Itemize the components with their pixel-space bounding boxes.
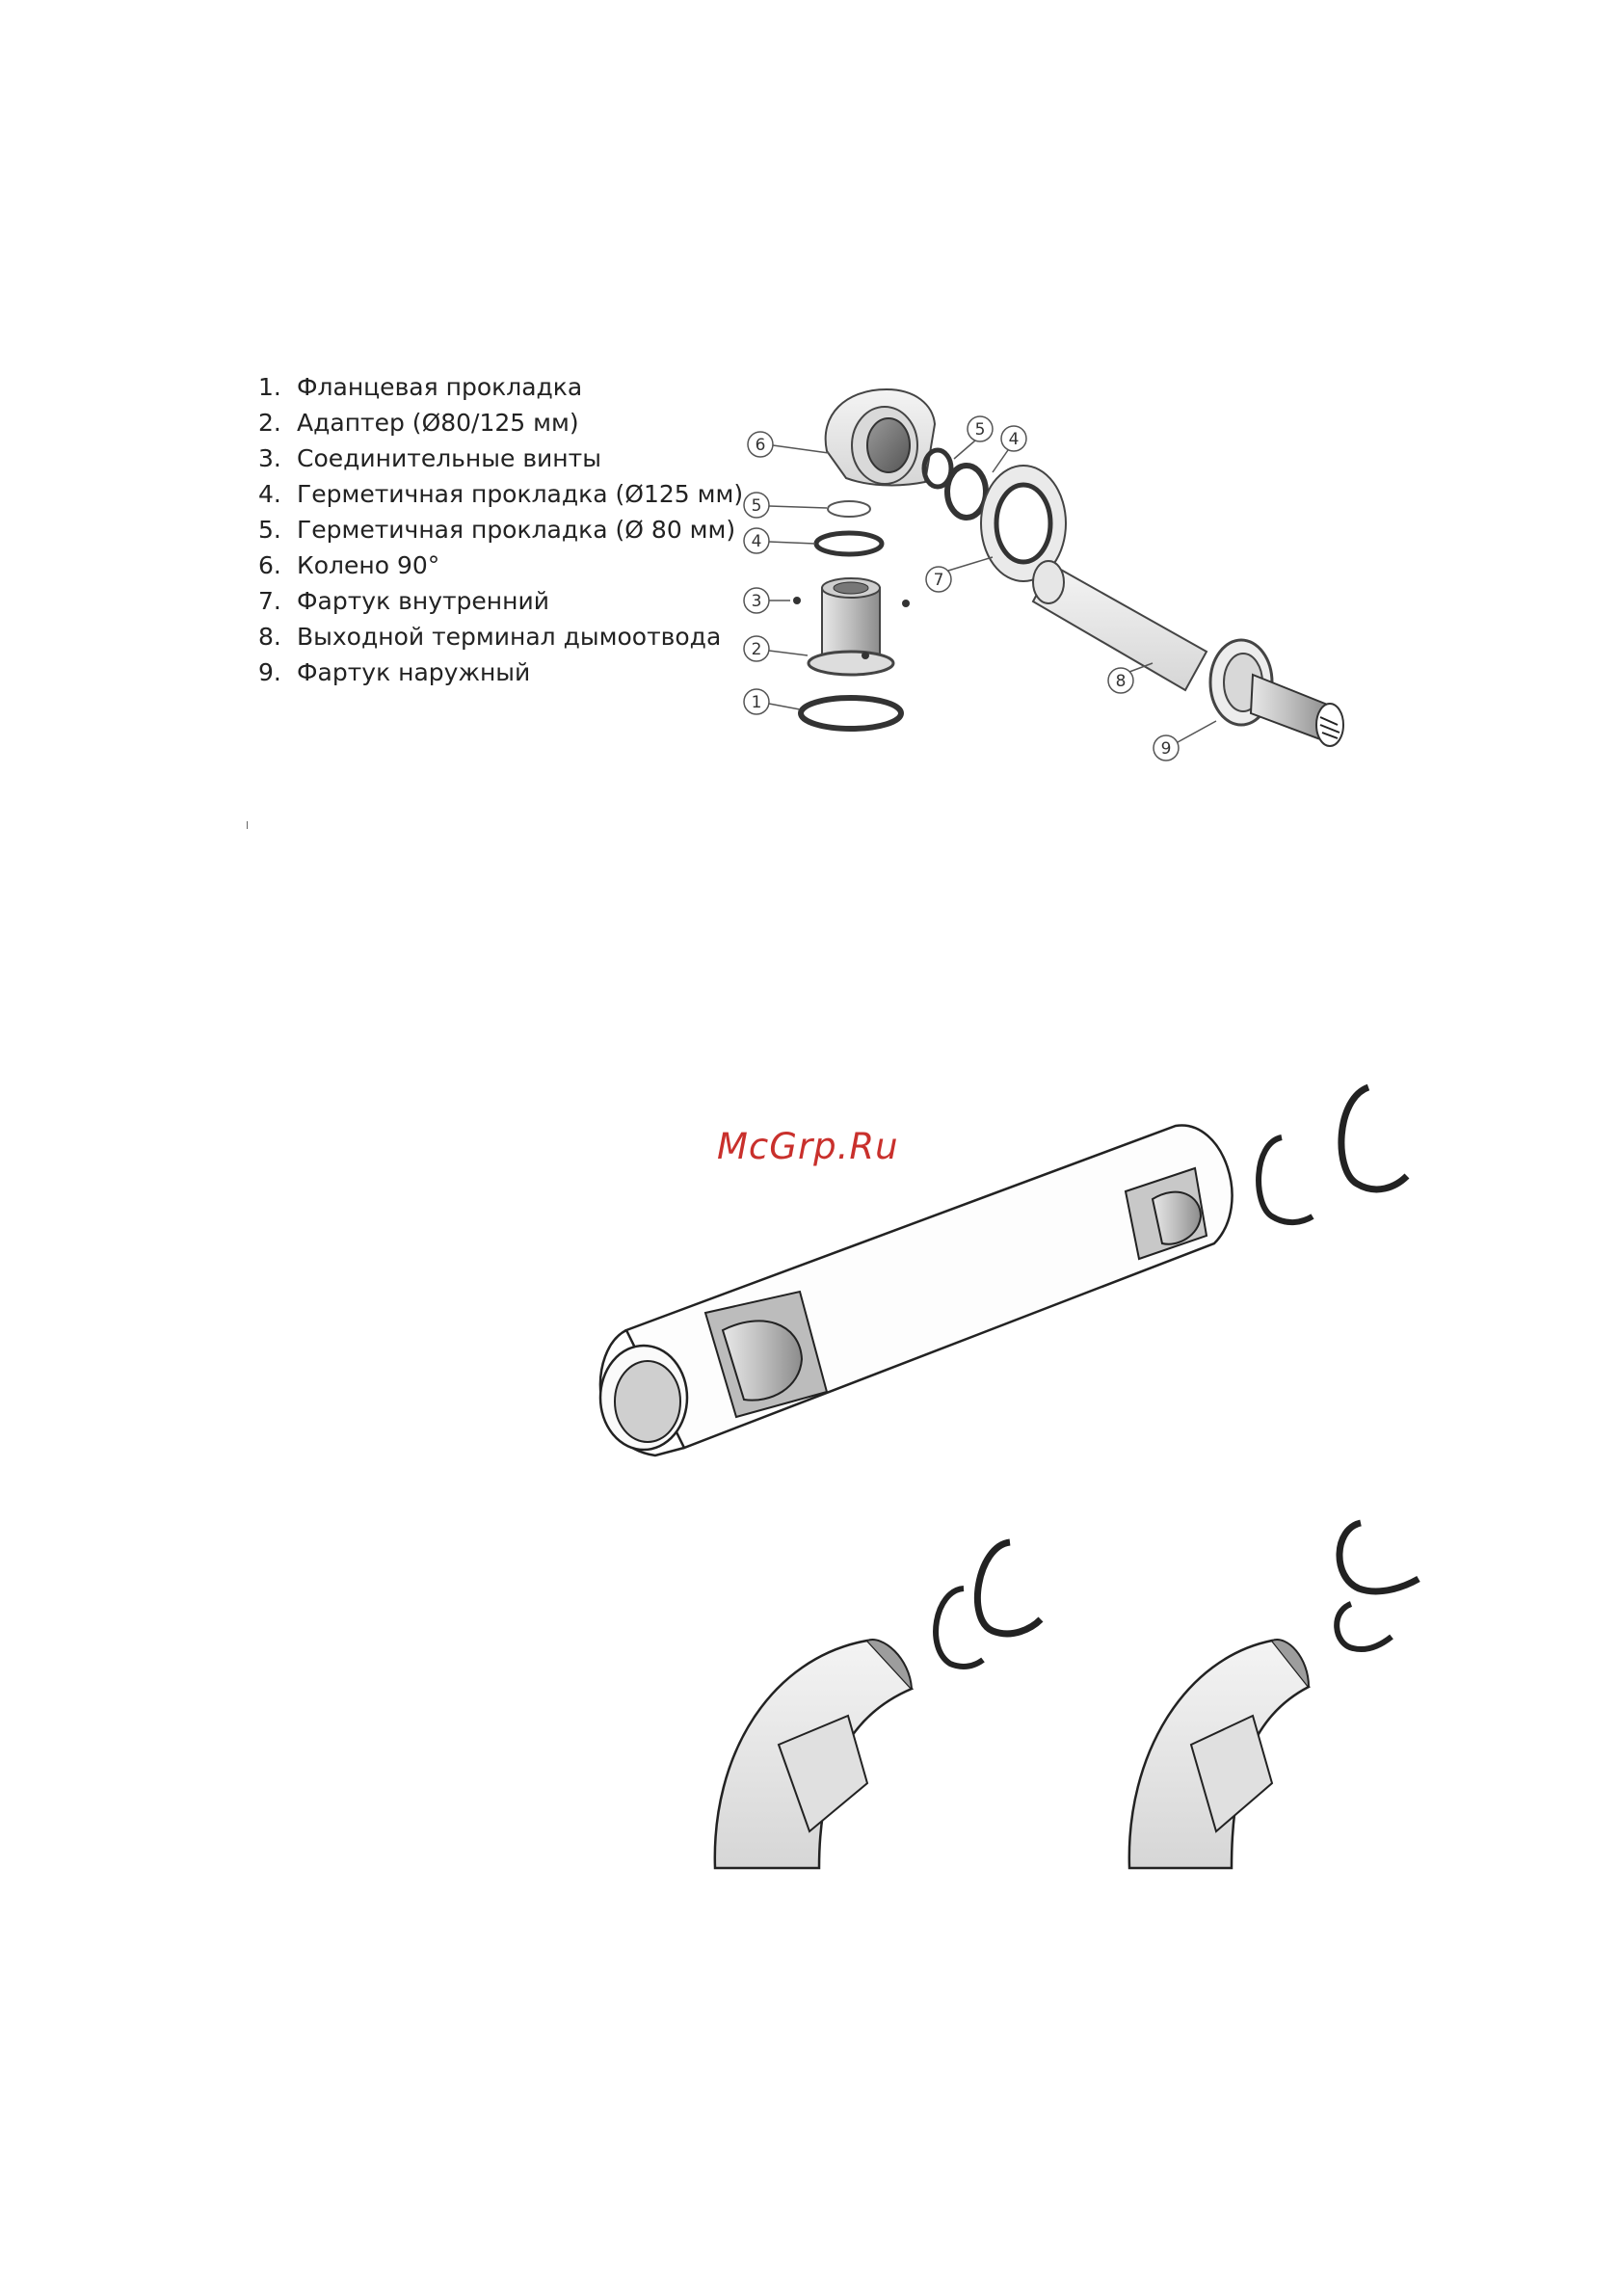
gasket-125-small <box>816 533 882 554</box>
callout-label: 4 <box>1009 430 1020 449</box>
gasket-80-small <box>828 501 870 517</box>
elbow-illustration-left <box>715 1542 1041 1868</box>
callout-label: 6 <box>756 436 766 455</box>
flange-gasket <box>801 698 901 729</box>
flue-terminal-part <box>1033 561 1343 746</box>
callout-markers: 1 2 3 4 5 6 7 8 9 <box>744 416 1216 761</box>
callout-label: 8 <box>1116 672 1127 691</box>
callout-label: 9 <box>1161 739 1172 759</box>
gasket-125-ring <box>947 466 986 518</box>
elbow-90-part <box>826 389 935 485</box>
callout-label: 5 <box>752 496 762 516</box>
elbow-illustration-right <box>1129 1523 1419 1868</box>
callout-label: 1 <box>752 693 762 712</box>
callout-label: 4 <box>752 532 762 551</box>
callout-label: 5 <box>975 420 986 440</box>
callout-label: 7 <box>934 571 944 590</box>
watermark-text: McGrp.Ru <box>717 1126 899 1167</box>
callout-label: 3 <box>752 592 762 611</box>
callout-label: 2 <box>752 640 762 659</box>
adapter-part <box>793 578 910 675</box>
